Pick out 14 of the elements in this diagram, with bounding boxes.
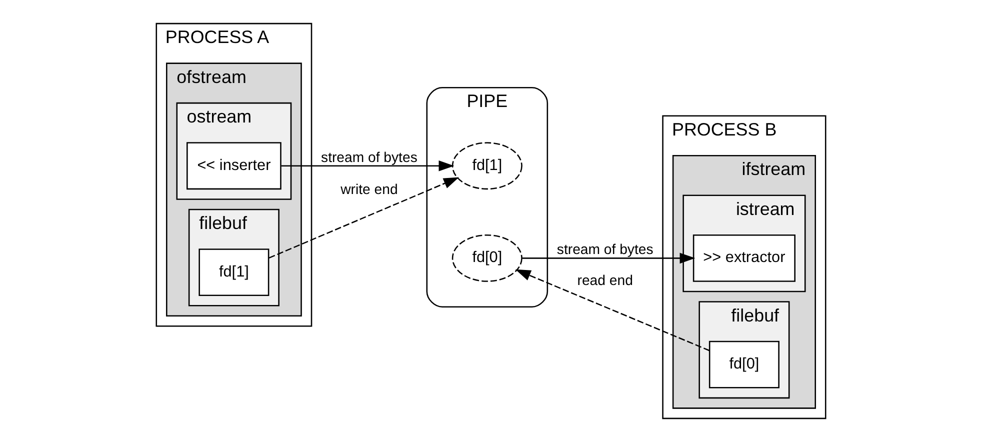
node-box: fd[1]: [198, 248, 270, 296]
node-box: fd[0]: [708, 340, 780, 388]
arrow: [515, 269, 710, 352]
edge-label: write end: [340, 180, 398, 197]
node-ellipse: fd[1]: [452, 142, 522, 190]
edge-label: stream of bytes: [556, 241, 654, 258]
node-ellipse: fd[0]: [452, 234, 522, 282]
arrow: [268, 177, 460, 259]
arrow: [281, 160, 454, 172]
edge-label: stream of bytes: [321, 148, 418, 165]
node-box: >> extractor: [692, 234, 796, 282]
arrow: [522, 252, 696, 264]
edge-label: read end: [577, 272, 633, 288]
node-box: << inserter: [186, 142, 282, 190]
